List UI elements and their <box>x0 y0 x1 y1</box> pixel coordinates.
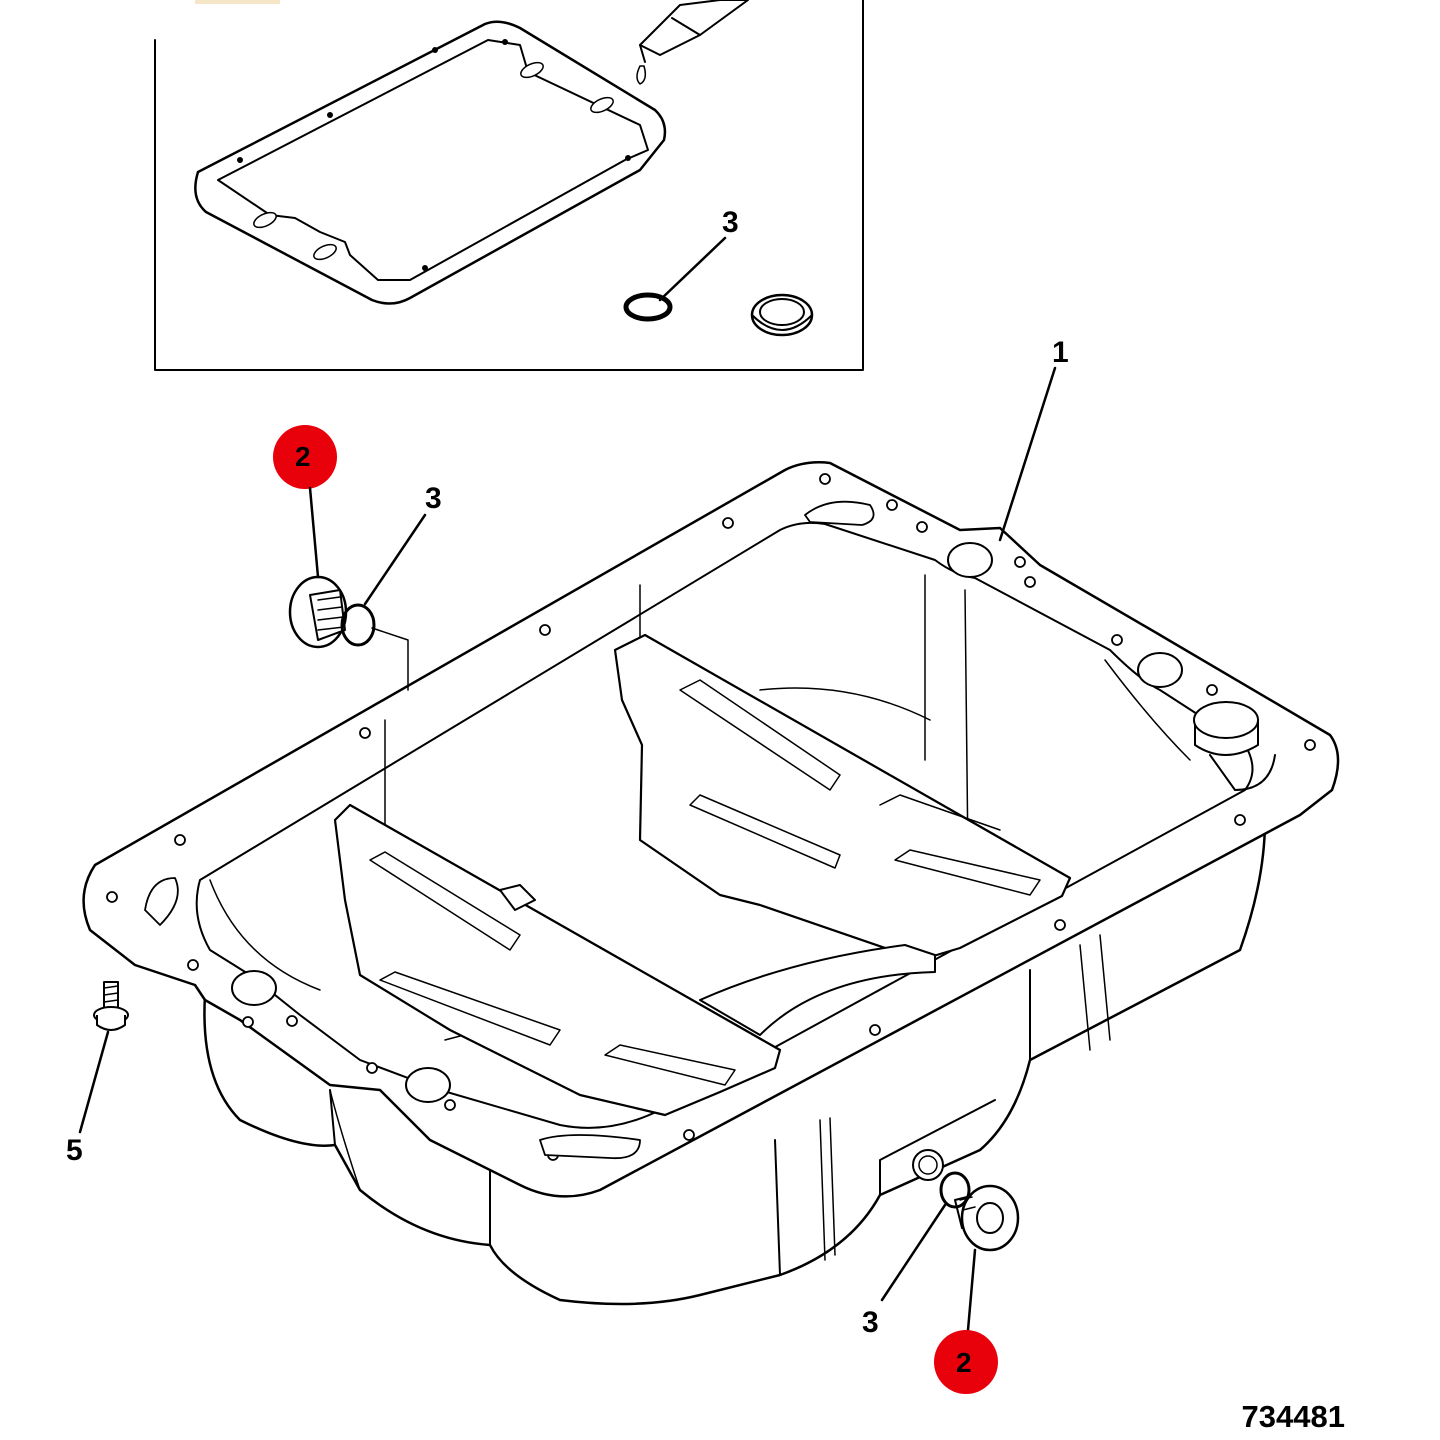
callout-bolt: 5 <box>66 1134 83 1167</box>
callout-inset-washer: 3 <box>722 206 739 239</box>
sealant-tube-icon <box>636 0 749 85</box>
callout-plug-top: 2 <box>295 441 311 472</box>
filler-cap-illustration <box>1193 701 1276 791</box>
callout-washer-top: 3 <box>425 482 442 515</box>
inset-o-ring <box>623 292 673 322</box>
oil-pan-illustration <box>82 461 1340 1306</box>
pan-bolt <box>93 981 129 1031</box>
inset-panel: 3 <box>154 0 864 371</box>
sealing-washer-top <box>340 603 376 647</box>
callout-badge-top <box>273 425 337 489</box>
sealing-washer-bottom <box>939 1171 971 1209</box>
callout-washer-bottom: 3 <box>862 1306 879 1339</box>
callout-badge-bottom <box>934 1330 998 1394</box>
paper-mark <box>195 0 280 4</box>
callout-plug-bottom: 2 <box>956 1347 972 1378</box>
drain-plug-bottom <box>954 1184 1020 1252</box>
inset-seal-ring <box>750 293 814 337</box>
callout-pan: 1 <box>1052 336 1069 369</box>
gasket-illustration <box>194 20 667 305</box>
figure-number: 734481 <box>1242 1399 1345 1434</box>
drain-plug-top <box>288 575 348 649</box>
flange-bolt-holes <box>106 473 1316 1161</box>
